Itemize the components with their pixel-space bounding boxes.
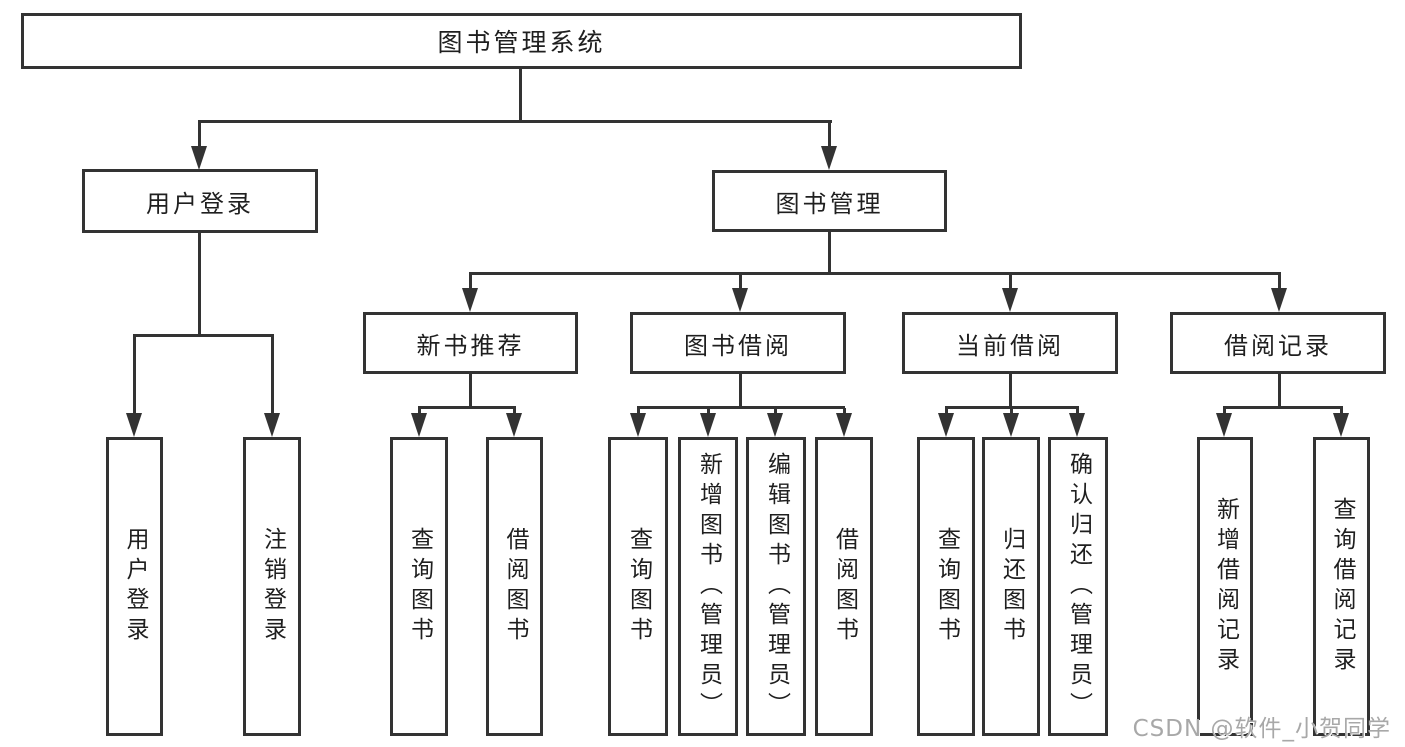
connector-line — [1278, 372, 1281, 408]
connector-line — [1009, 274, 1012, 292]
connector-line — [1223, 408, 1226, 417]
connector-line — [945, 406, 1079, 409]
leaf-query-borrow-record: 查询借阅记录 — [1313, 437, 1370, 736]
arrow-down-icon — [1271, 288, 1287, 312]
leaf-add-book-admin: 新增图书（管理员） — [678, 437, 738, 736]
leaf-borrow-books-borrow-label: 借阅图书 — [831, 526, 858, 647]
connector-line — [198, 231, 201, 337]
leaf-query-books-newrec: 查询图书 — [390, 437, 448, 736]
node-root-system-label: 图书管理系统 — [437, 28, 606, 57]
leaf-add-borrow-record: 新增借阅记录 — [1197, 437, 1253, 736]
node-current-borrow-label: 当前借阅 — [956, 331, 1064, 360]
connector-line — [133, 334, 274, 337]
leaf-user-login: 用户登录 — [106, 437, 163, 736]
connector-line — [469, 372, 472, 408]
arrow-down-icon — [732, 288, 748, 312]
arrow-down-icon — [630, 413, 646, 437]
connector-line — [739, 274, 742, 292]
leaf-query-books-borrow-label: 查询图书 — [625, 526, 652, 647]
node-root-system: 图书管理系统 — [21, 13, 1022, 69]
arrow-down-icon — [821, 146, 837, 170]
leaf-logout: 注销登录 — [243, 437, 301, 736]
arrow-down-icon — [767, 413, 783, 437]
arrow-down-icon — [938, 413, 954, 437]
node-user-login: 用户登录 — [82, 169, 318, 233]
node-user-login-label: 用户登录 — [146, 189, 254, 218]
leaf-user-login-label: 用户登录 — [122, 526, 148, 647]
arrow-down-icon — [126, 413, 142, 437]
connector-line — [198, 120, 832, 123]
arrow-down-icon — [264, 413, 280, 437]
leaf-edit-book-admin: 编辑图书（管理员） — [746, 437, 806, 736]
connector-line — [271, 336, 274, 416]
connector-line — [133, 336, 136, 416]
leaf-query-borrow-record-label: 查询借阅记录 — [1329, 496, 1355, 677]
arrow-down-icon — [462, 288, 478, 312]
node-current-borrow: 当前借阅 — [902, 312, 1118, 374]
arrow-down-icon — [1003, 413, 1019, 437]
arrow-down-icon — [1333, 413, 1349, 437]
node-borrow-records-label: 借阅记录 — [1224, 331, 1332, 360]
node-borrow-records: 借阅记录 — [1170, 312, 1386, 374]
leaf-logout-label: 注销登录 — [259, 526, 286, 647]
connector-line — [418, 406, 516, 409]
arrow-down-icon — [836, 413, 852, 437]
leaf-borrow-books-newrec-label: 借阅图书 — [502, 526, 528, 647]
node-book-borrow-label: 图书借阅 — [684, 331, 792, 360]
node-book-management-label: 图书管理 — [775, 189, 884, 218]
leaf-return-books: 归还图书 — [982, 437, 1040, 736]
leaf-query-books-current: 查询图书 — [917, 437, 975, 736]
leaf-add-borrow-record-label: 新增借阅记录 — [1212, 496, 1239, 677]
connector-line — [828, 122, 831, 150]
connector-line — [774, 408, 777, 417]
connector-line — [1010, 408, 1013, 417]
connector-line — [418, 408, 421, 417]
connector-line — [1076, 408, 1079, 417]
csdn-watermark: CSDN @软件_小贺同学 — [1132, 716, 1391, 742]
connector-line — [637, 406, 845, 409]
arrow-down-icon — [1002, 288, 1018, 312]
node-book-borrow: 图书借阅 — [630, 312, 846, 374]
leaf-confirm-return-admin-label: 确认归还（管理员） — [1065, 451, 1092, 722]
connector-line — [469, 274, 472, 292]
leaf-add-book-admin-label: 新增图书（管理员） — [695, 451, 722, 722]
connector-line — [945, 408, 948, 417]
arrow-down-icon — [1216, 413, 1232, 437]
connector-line — [707, 408, 710, 417]
connector-line — [519, 67, 522, 122]
arrow-down-icon — [700, 413, 716, 437]
arrow-down-icon — [191, 146, 207, 170]
connector-line — [469, 272, 1281, 275]
connector-line — [1009, 372, 1012, 408]
connector-line — [739, 372, 742, 408]
leaf-edit-book-admin-label: 编辑图书（管理员） — [763, 451, 790, 722]
connector-line — [1340, 408, 1343, 417]
arrow-down-icon — [411, 413, 427, 437]
leaf-query-books-newrec-label: 查询图书 — [406, 526, 433, 647]
connector-line — [828, 230, 831, 275]
arrow-down-icon — [1069, 413, 1085, 437]
connector-line — [198, 122, 201, 150]
connector-line — [637, 408, 640, 417]
connector-line — [1278, 274, 1281, 292]
arrow-down-icon — [506, 413, 522, 437]
connector-line — [513, 408, 516, 417]
leaf-borrow-books-borrow: 借阅图书 — [815, 437, 873, 736]
leaf-confirm-return-admin: 确认归还（管理员） — [1048, 437, 1108, 736]
connector-line — [1223, 406, 1343, 409]
leaf-query-books-borrow: 查询图书 — [608, 437, 668, 736]
connector-line — [843, 408, 846, 417]
leaf-return-books-label: 归还图书 — [998, 526, 1025, 647]
node-new-book-recommend-label: 新书推荐 — [416, 331, 525, 360]
leaf-query-books-current-label: 查询图书 — [933, 526, 960, 647]
leaf-borrow-books-newrec: 借阅图书 — [486, 437, 543, 736]
node-new-book-recommend: 新书推荐 — [363, 312, 578, 374]
node-book-management: 图书管理 — [712, 170, 947, 232]
